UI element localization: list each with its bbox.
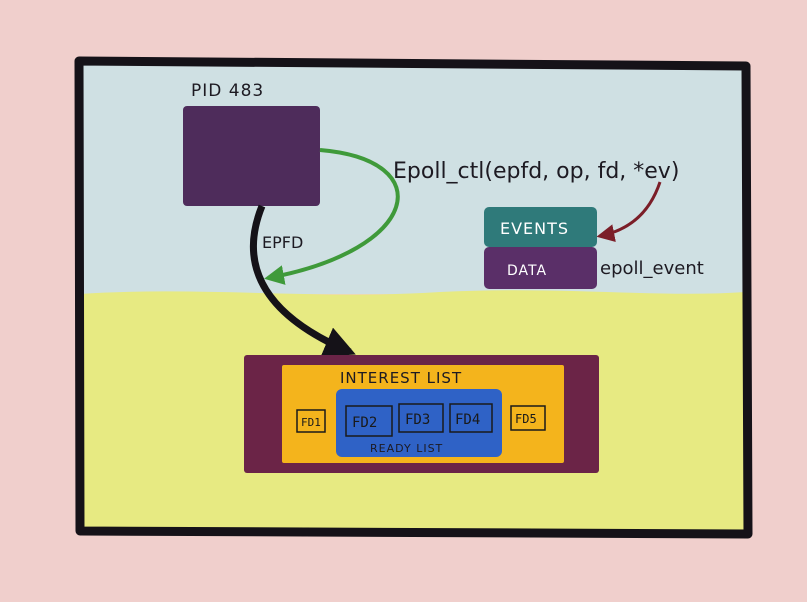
green-arrow	[264, 148, 400, 285]
diagram-frame	[74, 56, 753, 539]
events-label: EVENTS	[500, 219, 569, 238]
process-label: PID 483	[191, 81, 264, 101]
fd4-box	[449, 403, 493, 433]
ready-list-title: READY LIST	[370, 442, 443, 455]
fd3-box	[398, 403, 444, 433]
fd2-label: FD2	[352, 415, 377, 431]
epfd-label: EPFD	[262, 233, 303, 252]
data-box	[484, 247, 597, 289]
fd1-label: FD1	[301, 416, 321, 429]
fd5-label: FD5	[515, 412, 537, 426]
events-box	[484, 207, 597, 247]
data-label: DATA	[507, 263, 547, 279]
epoll-ctl-syscall: Epoll_ctl(epfd, op, fd, *ev)	[393, 159, 679, 184]
fd3-label: FD3	[405, 412, 430, 428]
ev-arrow	[596, 181, 662, 242]
interest-list-title: INTEREST LIST	[340, 369, 462, 387]
process-box	[183, 106, 320, 206]
fd2-box	[345, 405, 393, 437]
fd5-box	[510, 405, 546, 431]
fd1-box	[296, 409, 326, 433]
epfd-arrow	[249, 204, 356, 357]
fd4-label: FD4	[455, 412, 480, 428]
epoll-event-label: epoll_event	[600, 258, 704, 279]
